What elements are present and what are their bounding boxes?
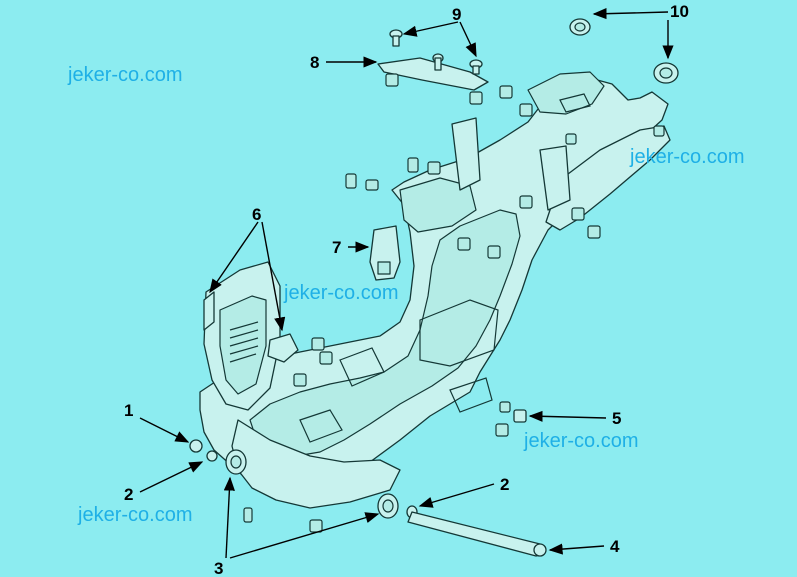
part-4-shaft (407, 511, 547, 557)
callout-2-right: 2 (500, 475, 509, 494)
callout-leaders (139, 8, 674, 559)
part-9-bolts (389, 29, 483, 75)
callout-1: 1 (124, 401, 133, 420)
main-frame (199, 71, 671, 533)
part-5-clip (513, 409, 527, 423)
watermark-text: jeker-co.com (78, 504, 193, 526)
callout-numbers: 9 8 10 6 7 1 2 3 2 4 5 (124, 2, 689, 577)
callout-9: 9 (452, 5, 461, 24)
callout-8: 8 (310, 53, 319, 72)
callout-6: 6 (252, 205, 261, 224)
part-8-bracket (377, 57, 489, 105)
watermark-text: jeker-co.com (68, 64, 183, 86)
part-6-panels (203, 291, 299, 363)
watermark-text: jeker-co.com (630, 146, 745, 168)
callout-4: 4 (610, 537, 620, 556)
callout-2-left: 2 (124, 485, 133, 504)
part-7-clip (369, 225, 401, 281)
parts-1-2-3-bushings (189, 439, 418, 519)
callout-10: 10 (670, 2, 689, 21)
callout-3: 3 (214, 559, 223, 577)
part-10-rings (569, 18, 679, 84)
callout-5: 5 (612, 409, 621, 428)
watermark-text: jeker-co.com (524, 430, 639, 452)
watermark-text: jeker-co.com (284, 282, 399, 304)
callout-7: 7 (332, 238, 341, 257)
